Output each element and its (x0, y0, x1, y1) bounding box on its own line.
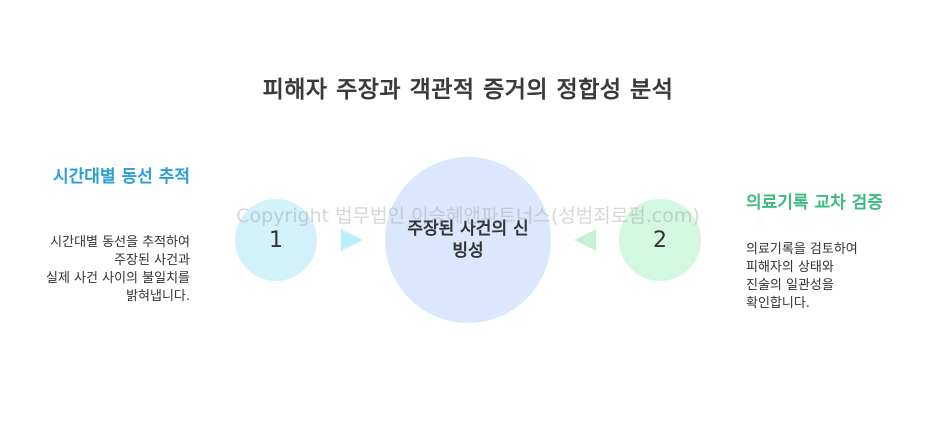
center-label-line: 빙성 (452, 241, 484, 261)
center-label: 주장된 사건의 신 빙성 (393, 218, 543, 262)
right-desc-line: 피해자의 상태와 (746, 260, 834, 275)
arrow-right-icon (341, 229, 363, 251)
step-2-circle: 2 (619, 199, 701, 281)
step-1-circle: 1 (235, 199, 317, 281)
step-1-number: 1 (269, 227, 283, 253)
left-desc-line: 주장된 사건과 (114, 253, 190, 268)
left-desc-line: 시간대별 동선을 추적하여 (50, 235, 190, 250)
right-desc-line: 확인합니다. (746, 296, 810, 311)
step-2-number: 2 (653, 227, 667, 253)
diagram-title: 피해자 주장과 객관적 증거의 정합성 분석 (262, 77, 674, 103)
left-description: 시간대별 동선을 추적하여 주장된 사건과 실제 사건 사이의 불일치를 밝혀냅… (20, 234, 190, 306)
right-description: 의료기록을 검토하여 피해자의 상태와 진술의 일관성을 확인합니다. (746, 241, 926, 313)
left-heading: 시간대별 동선 추적 (53, 167, 190, 187)
right-desc-line: 의료기록을 검토하여 (746, 242, 858, 257)
center-label-line: 주장된 사건의 신 (407, 219, 529, 239)
arrow-left-icon (574, 229, 596, 251)
center-circle: 주장된 사건의 신 빙성 (385, 157, 551, 323)
right-desc-line: 진술의 일관성을 (746, 278, 834, 293)
right-heading: 의료기록 교차 검증 (746, 193, 883, 213)
left-desc-line: 밝혀냅니다. (126, 289, 190, 304)
left-desc-line: 실제 사건 사이의 불일치를 (46, 271, 190, 286)
